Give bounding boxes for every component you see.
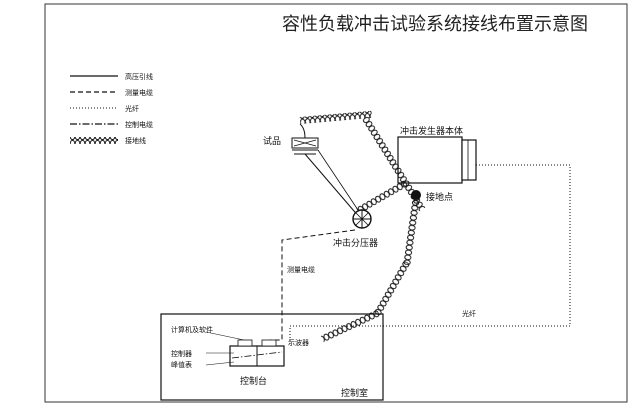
ground-coil-divider-link — [356, 179, 408, 214]
test-specimen: 试品 — [263, 123, 319, 155]
legend-coil-ground — [70, 137, 118, 144]
diagram-title: 容性负载冲击试验系统接线布置示意图 — [282, 14, 588, 35]
control-console: 控制台 — [229, 339, 285, 387]
peak-meter-label: 峰值表 — [171, 360, 192, 369]
computer-label: 计算机及软件 — [171, 325, 213, 334]
fiber-label: 光纤 — [462, 309, 476, 318]
meas-cable-label: 测量电缆 — [287, 265, 315, 274]
controller-label: 控制器 — [171, 349, 192, 358]
legend-label-ctrl: 控制电缆 — [125, 120, 153, 129]
generator-label: 冲击发生器本体 — [400, 125, 463, 137]
recorder-label: 示波器 — [288, 338, 309, 347]
hv-lead-specimen-divider — [304, 153, 361, 219]
divider-label: 冲击分压器 — [333, 237, 378, 249]
legend-label-ground: 接地线 — [125, 136, 146, 145]
control-room — [160, 313, 384, 401]
ground-coil-to-ground-point — [362, 115, 426, 212]
generator-body — [397, 136, 463, 184]
ground-coil-down-1 — [403, 195, 420, 266]
console-label: 控制台 — [240, 375, 267, 387]
ground-coil-top — [299, 110, 373, 124]
outer-border — [44, 3, 628, 403]
legend-label-fiber: 光纤 — [125, 104, 139, 113]
optical-fiber — [289, 164, 571, 344]
measurement-cable — [270, 229, 356, 341]
specimen-label: 试品 — [263, 135, 281, 147]
legend-label-hv: 高压引线 — [125, 72, 153, 81]
impulse-generator: 冲击发生器本体 — [397, 125, 477, 184]
generator-end-cap — [461, 139, 477, 181]
impulse-divider: 冲击分压器 — [333, 209, 378, 249]
ground-coil-down-2 — [373, 260, 410, 316]
ground-point — [411, 190, 421, 200]
ground-point-label: 接地点 — [426, 191, 453, 203]
legend-label-meas: 测量电缆 — [125, 88, 153, 97]
legend: 高压引线 测量电缆 光纤 控制电缆 接地线 — [70, 72, 153, 145]
control-room-label: 控制室 — [341, 387, 368, 399]
